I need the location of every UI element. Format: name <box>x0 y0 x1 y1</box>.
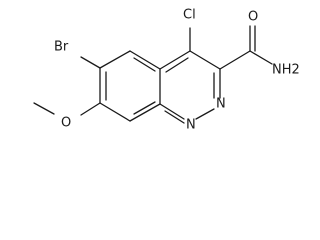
substituent-bonds <box>33 25 273 116</box>
carbonyl-oxygen-label: O <box>248 10 258 25</box>
amide-nh2-label: NH2 <box>272 63 300 78</box>
ring-nitrogen-2-label: N <box>186 118 196 133</box>
chemical-structure-diagram: Br Cl O O NH2 N N <box>33 8 300 133</box>
methoxy-oxygen-label: O <box>61 116 71 131</box>
benzene-ring <box>99 50 161 122</box>
chlorine-label: Cl <box>183 8 196 23</box>
molecule-svg: Br Cl O O NH2 N N <box>33 8 300 133</box>
bromine-label: Br <box>54 40 69 55</box>
ring-nitrogen-1-label: N <box>216 97 226 112</box>
cinnoline-ring <box>159 50 221 124</box>
